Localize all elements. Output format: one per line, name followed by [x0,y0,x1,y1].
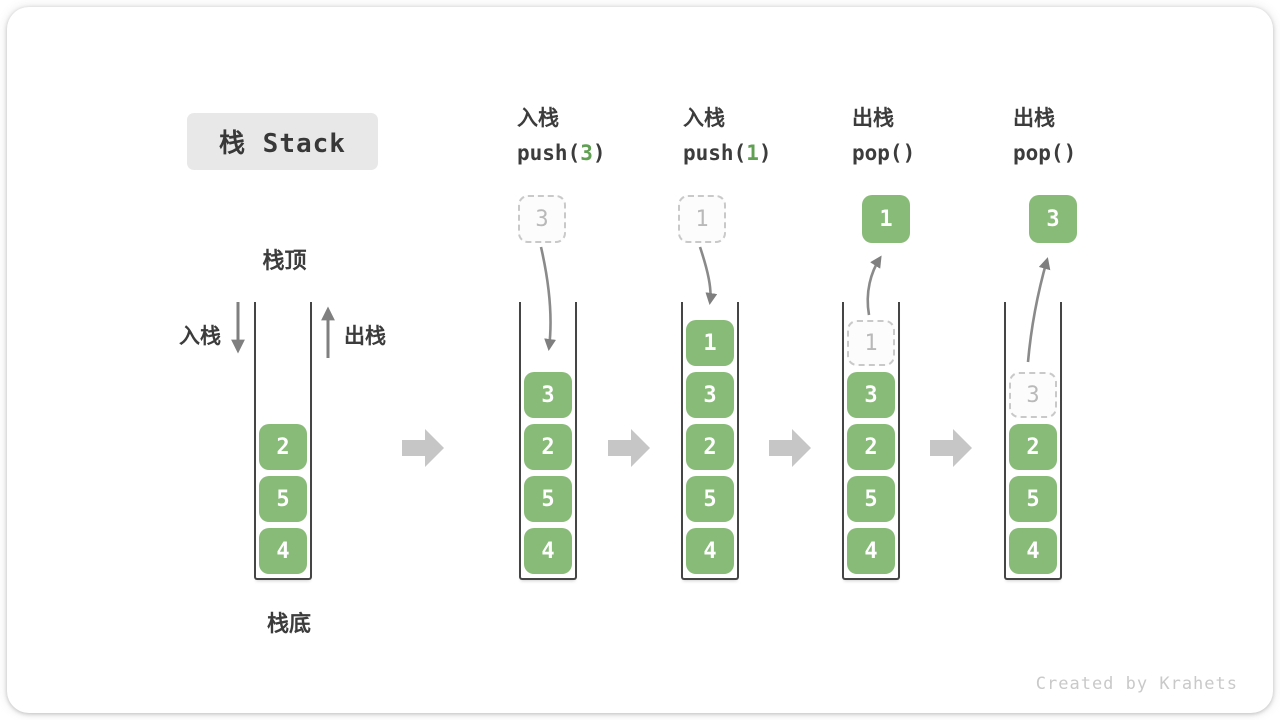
stack-cell: 4 [524,528,572,574]
stack-cell: 4 [1009,528,1057,574]
code-pre: pop( [852,141,903,165]
stack-cell: 5 [524,476,572,522]
stack-cell: 2 [1009,424,1057,470]
push-direction-label: 入栈 [179,324,221,348]
stack-cell: 3 [847,372,895,418]
code-pre: push( [683,141,747,165]
popped-value-box: 1 [862,195,910,243]
code-arg: 1 [746,141,759,165]
operation-label-pop-1: 出栈 pop() [852,103,915,170]
operation-code: pop() [1013,136,1076,170]
stack-cell: 1 [686,320,734,366]
stack-state-1: 2 5 4 [254,302,312,580]
operation-cn: 出栈 [1013,106,1055,130]
stack-cell: 5 [1009,476,1057,522]
code-post: ) [1063,141,1077,165]
stack-state-4: 1 3 2 5 4 [842,302,900,580]
stack-state-3: 1 3 2 5 4 [681,302,739,580]
stack-cell: 4 [847,528,895,574]
code-post: ) [902,141,916,165]
credit-text: Created by Krahets [1035,674,1238,694]
stack-cell: 2 [847,424,895,470]
stack-cell-ghost: 1 [847,320,895,366]
stack-cell: 4 [259,528,307,574]
stack-top-label: 栈顶 [262,249,307,274]
stack-state-2: 3 2 5 4 [519,302,577,580]
operation-label-push-3: 入栈 push(3) [517,103,606,170]
code-pre: push( [517,141,581,165]
stack-state-5: 3 2 5 4 [1004,302,1062,580]
stack-cell: 3 [524,372,572,418]
operation-label-pop-2: 出栈 pop() [1013,103,1076,170]
stack-cell: 5 [259,476,307,522]
popped-value-box: 3 [1029,195,1077,243]
code-post: ) [592,141,606,165]
pop-direction-label: 出栈 [344,324,386,348]
code-arg: 3 [580,141,593,165]
stack-cell: 5 [686,476,734,522]
operation-cn: 出栈 [852,106,894,130]
stack-cell-ghost: 3 [1009,372,1057,418]
push-value-box: 1 [678,195,726,243]
operation-code: pop() [852,136,915,170]
stack-cell: 2 [259,424,307,470]
stack-cell: 5 [847,476,895,522]
operation-cn: 入栈 [683,106,725,130]
stack-cell: 2 [686,424,734,470]
diagram-title-text: 栈 Stack [219,129,346,159]
diagram-title: 栈 Stack [187,113,378,170]
operation-label-push-1: 入栈 push(1) [683,103,772,170]
stack-cell: 2 [524,424,572,470]
push-value-box: 3 [518,195,566,243]
stack-bottom-label: 栈底 [266,612,311,637]
code-pre: pop( [1013,141,1064,165]
operation-code: push(1) [683,136,772,170]
operation-cn: 入栈 [517,106,559,130]
stack-cell: 4 [686,528,734,574]
code-post: ) [758,141,772,165]
operation-code: push(3) [517,136,606,170]
stack-cell: 3 [686,372,734,418]
